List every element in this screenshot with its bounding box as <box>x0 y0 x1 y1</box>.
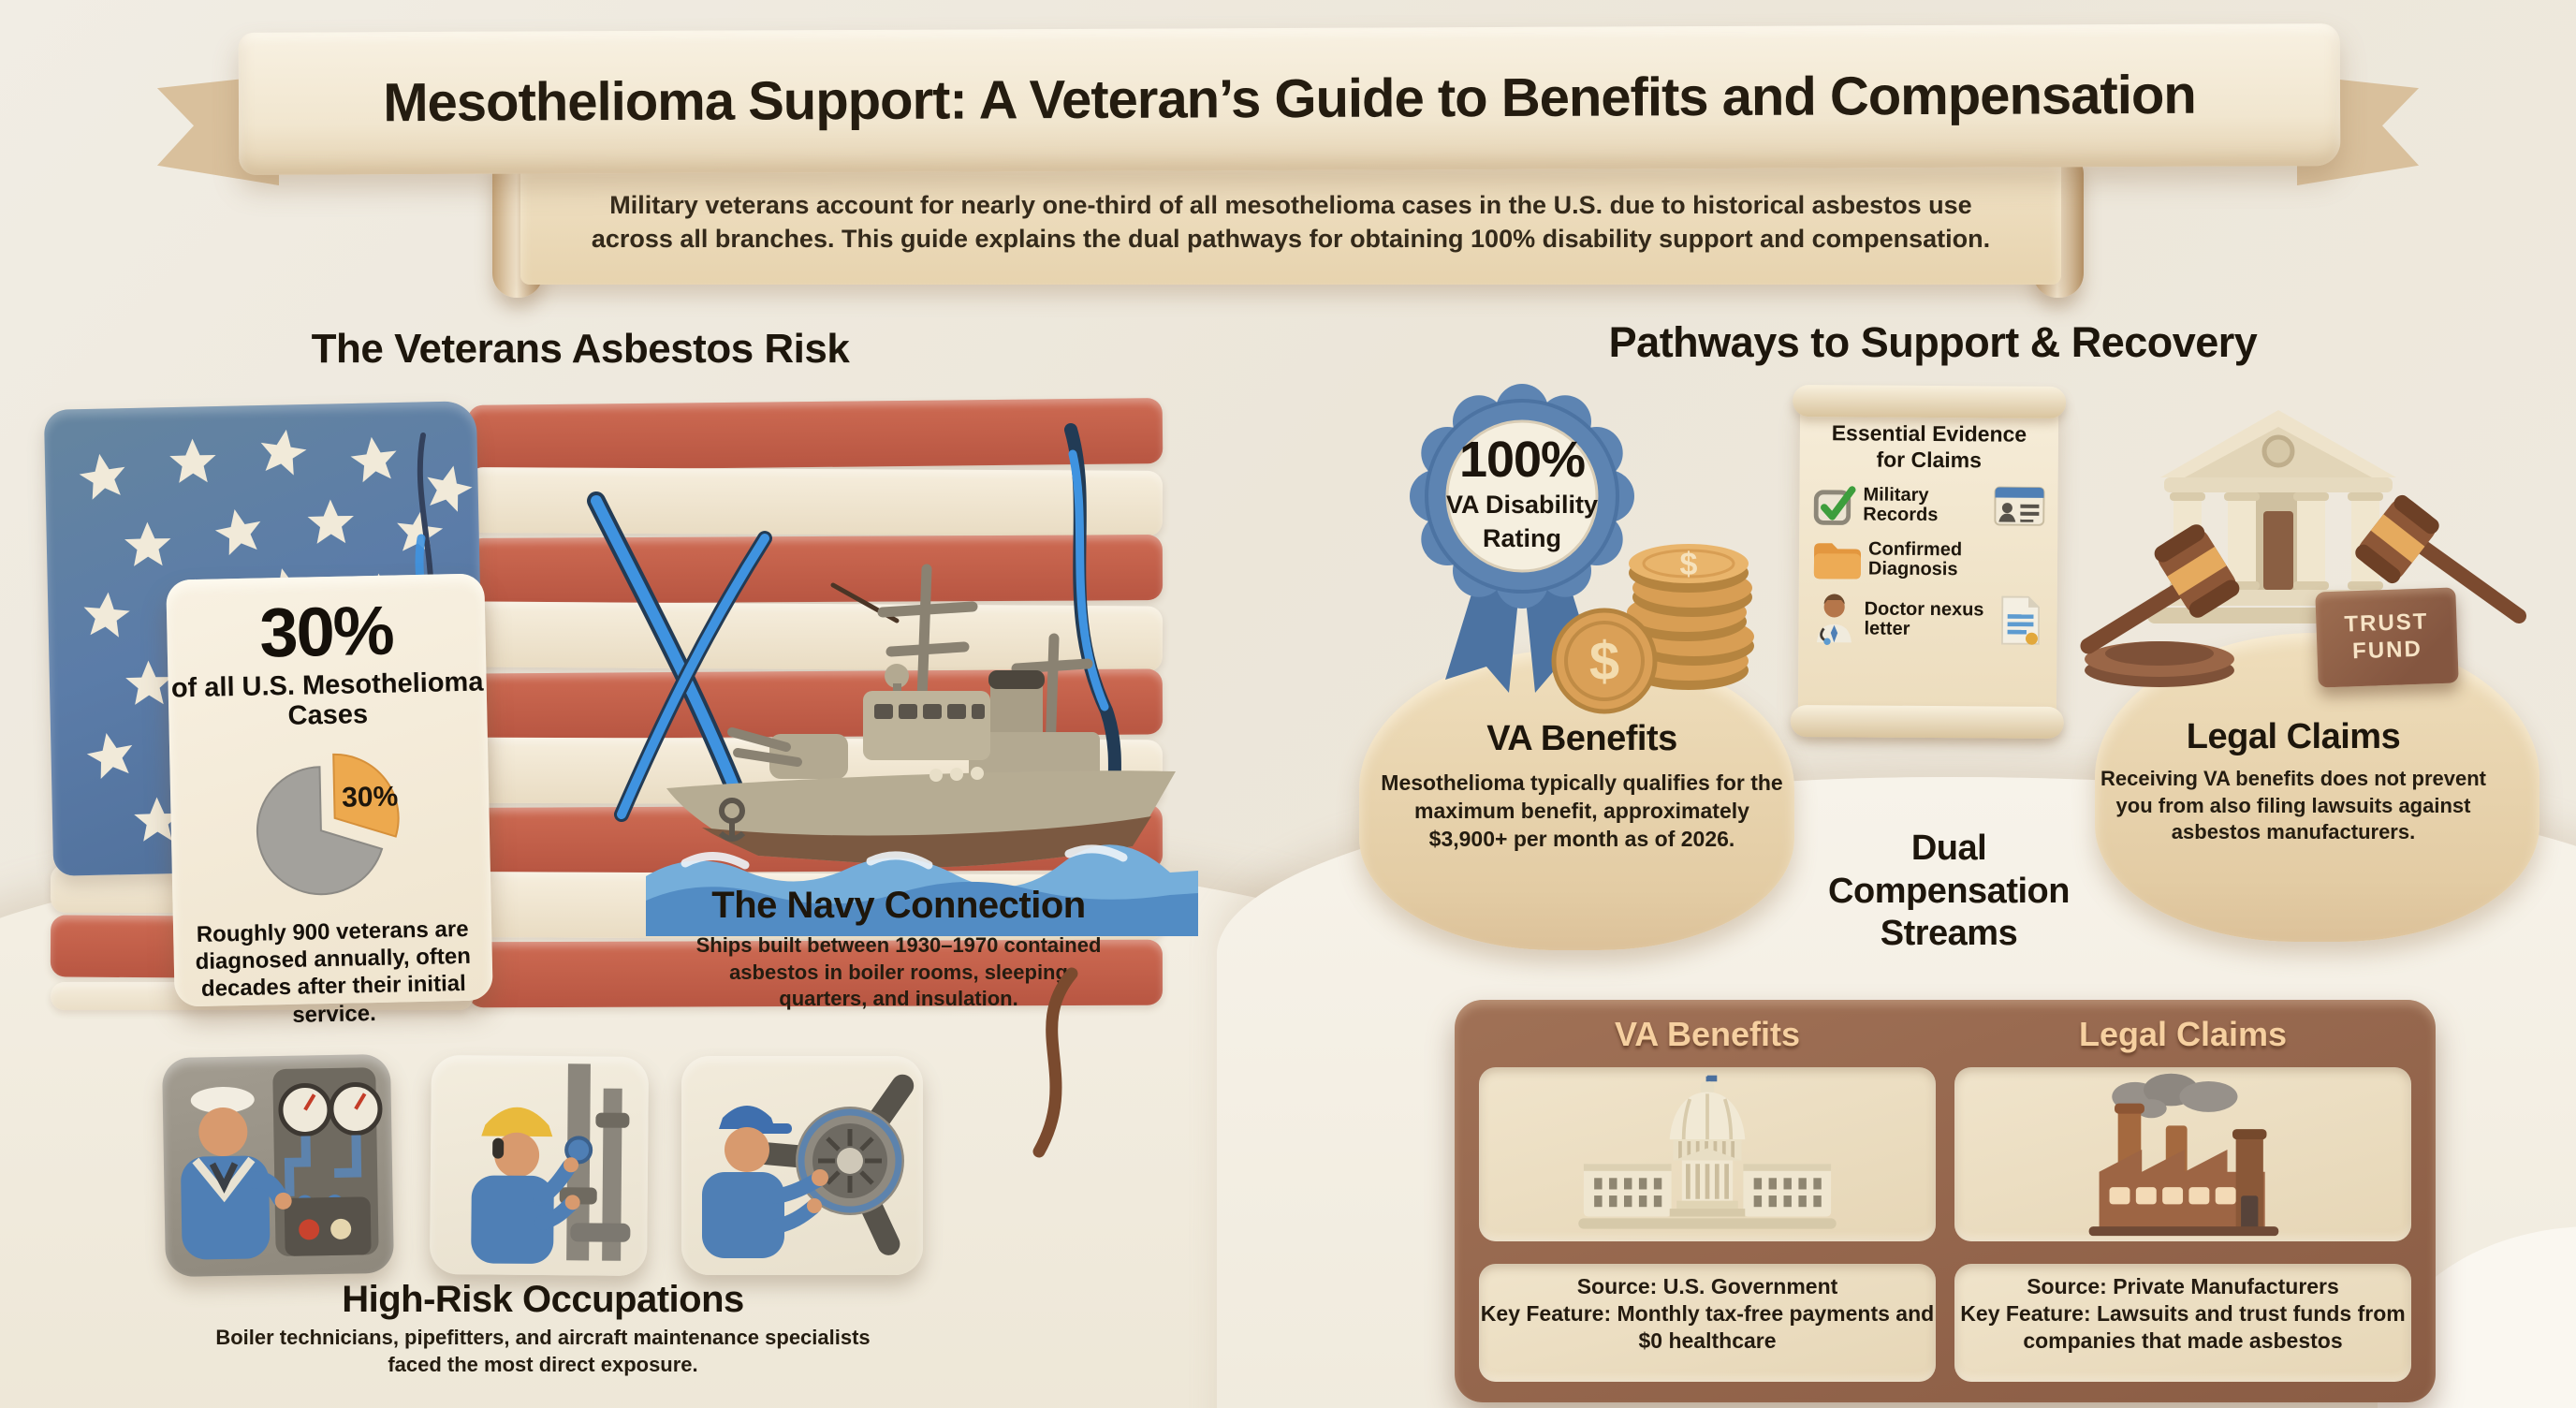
va-benefits-heading: VA Benefits <box>1486 719 1677 758</box>
aircraft-mechanic-icon <box>681 1056 923 1275</box>
stat-card: 30% of all U.S. Mesothelioma Cases 30% R… <box>166 573 493 1028</box>
trust-fund-box-icon: TRUST FUND <box>2315 587 2459 688</box>
subtitle-scroll: Military veterans account for nearly one… <box>520 159 2061 285</box>
legal-feature: Key Feature: Lawsuits and trust funds fr… <box>1960 1300 2406 1353</box>
table-header-legal-claims: Legal Claims <box>2078 1015 2288 1053</box>
navy-heading: The Navy Connection <box>711 885 1086 926</box>
legal-source: Source: Private Manufacturers <box>2027 1274 2339 1298</box>
page-subtitle: Military veterans account for nearly one… <box>591 190 1991 253</box>
table-cell-va-icon <box>1479 1067 1936 1241</box>
va-feature: Key Feature: Monthly tax-free payments a… <box>1480 1300 1935 1353</box>
evidence-item-military-records: Military Records <box>1812 483 2045 528</box>
capitol-icon <box>1578 1075 1837 1229</box>
svg-text:$: $ <box>1589 631 1619 692</box>
table-cell-legal-icon <box>1954 1067 2411 1241</box>
navy-ship-icon <box>646 564 1198 936</box>
badge-label-line2: Rating <box>1483 524 1561 552</box>
navy-body: Ships built between 1930–1970 contained … <box>695 933 1102 1011</box>
pie-chart: 30% <box>256 753 400 896</box>
evidence-title: Essential Evidence for Claims <box>1831 420 2027 472</box>
rosette-badge-icon <box>1410 384 1634 693</box>
legal-claims-body: Receiving VA benefits does not prevent y… <box>2100 767 2486 844</box>
left-section-heading: The Veterans Asbestos Risk <box>311 326 850 372</box>
pie-slice-label: 30% <box>342 781 399 813</box>
evidence-item-doctor-nexus-letter: Doctor nexus letter <box>1811 592 2043 648</box>
factory-icon <box>2088 1073 2278 1237</box>
va-source: Source: U.S. Government <box>1576 1274 1838 1298</box>
table-cell-va-text: Source: U.S. Government Key Feature: Mon… <box>1479 1264 1936 1382</box>
badge-value: 100% <box>1458 432 1586 488</box>
va-benefits-body: Mesothelioma typically qualifies for the… <box>1381 770 1783 851</box>
occupations-body: Boiler technicians, pipefitters, and air… <box>215 1326 871 1376</box>
asbestos-fiber-icon <box>1032 967 1078 1158</box>
navy-connection-block: The Navy Connection Ships built between … <box>646 885 1151 1013</box>
checkbox-icon <box>1813 486 1856 526</box>
pipefitter-icon <box>429 1054 650 1277</box>
table-header-va-benefits: VA Benefits <box>1614 1015 1801 1053</box>
gavel-icon <box>2355 494 2526 623</box>
table-cell-legal-text: Source: Private Manufacturers Key Featur… <box>1954 1264 2411 1382</box>
badge-label-line1: VA Disability <box>1445 491 1599 519</box>
dual-compensation-label: Dual Compensation Streams <box>1828 829 2070 954</box>
occupations-block: High-Risk Occupations Boiler technicians… <box>211 1279 875 1378</box>
boiler-technician-icon <box>161 1053 395 1278</box>
occupations-heading: High-Risk Occupations <box>342 1279 744 1320</box>
stat-value: 30% <box>258 591 394 672</box>
nexus-letter-icon <box>2001 595 2041 645</box>
comparison-table: VA Benefits Legal Claims <box>1455 1000 2436 1402</box>
page-title: Mesothelioma Support: A Veteran’s Guide … <box>383 64 2196 134</box>
stat-note: Roughly 900 veterans are diagnosed annua… <box>195 916 472 1028</box>
right-section-heading: Pathways to Support & Recovery <box>1608 318 2258 366</box>
folder-icon <box>1813 543 1862 579</box>
gavel-icon <box>2080 524 2240 687</box>
evidence-item-confirmed-diagnosis: Confirmed Diagnosis <box>1812 537 2044 582</box>
trust-fund-line2: FUND <box>2351 636 2423 665</box>
title-banner: Mesothelioma Support: A Veteran’s Guide … <box>238 23 2341 175</box>
svg-text:$: $ <box>1680 547 1698 582</box>
evidence-card: Essential Evidence for Claims Military R… <box>1797 396 2059 727</box>
id-card-icon <box>1994 486 2045 527</box>
stat-caption: of all U.S. Mesothelioma Cases <box>170 667 484 732</box>
doctor-icon <box>1816 594 1852 646</box>
coins-icon: $ $ <box>1551 544 1754 714</box>
legal-claims-heading: Legal Claims <box>2186 717 2401 756</box>
